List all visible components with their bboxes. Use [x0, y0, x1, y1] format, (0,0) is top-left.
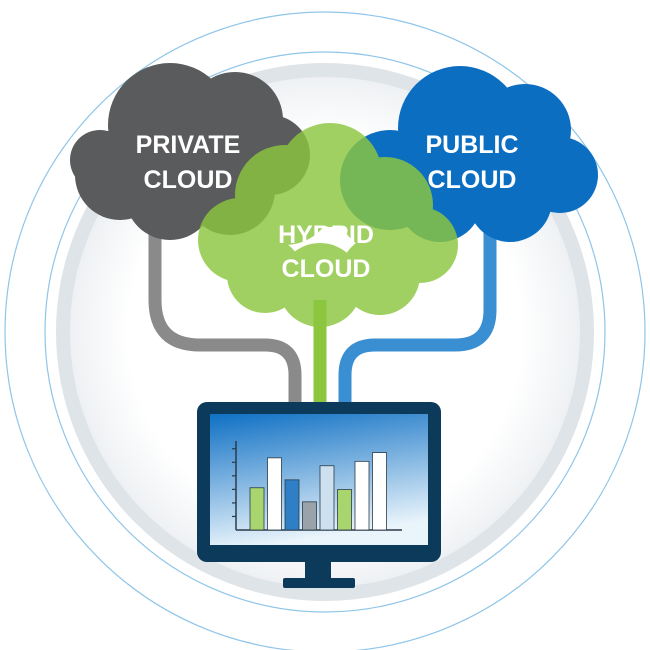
public-cloud-label-line1: PUBLIC	[425, 131, 518, 159]
chart-bar	[372, 452, 387, 531]
monitor-icon	[197, 402, 441, 588]
monitor-screen	[210, 414, 428, 545]
chart-bar	[319, 465, 335, 531]
public-cloud-label-line2: CLOUD	[428, 166, 517, 194]
hybrid-cloud-label-line1: HYBRID	[278, 221, 374, 249]
monitor-stand-neck	[305, 558, 331, 580]
monitor-stand-base	[283, 578, 355, 588]
chart-bar	[354, 460, 370, 531]
chart-bars	[249, 452, 387, 531]
middle-ring	[44, 51, 606, 613]
chart-bar	[249, 487, 265, 531]
private-cloud-label-line1: PRIVATE	[136, 131, 241, 159]
outer-ring	[4, 11, 646, 650]
chart-bar	[284, 479, 300, 531]
public-cloud-connector	[338, 215, 497, 410]
bar-chart	[232, 441, 402, 531]
private-cloud-connector	[148, 215, 302, 410]
chart-bar	[337, 489, 352, 531]
y-axis-ticks	[232, 448, 236, 518]
chart-bar	[302, 501, 317, 531]
private-cloud-label-line2: CLOUD	[144, 166, 233, 194]
chart-bar	[267, 457, 282, 531]
hybrid-cloud	[198, 123, 458, 327]
hybrid-cloud-label-line2: CLOUD	[282, 255, 371, 283]
